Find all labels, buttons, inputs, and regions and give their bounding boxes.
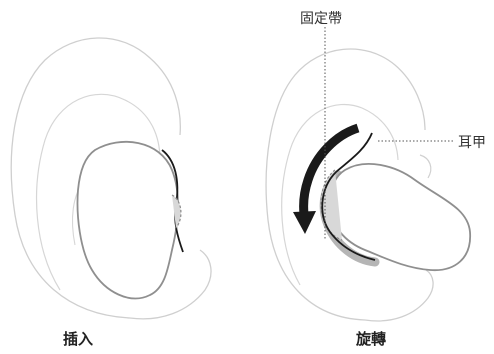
right-tragus (419, 154, 432, 179)
left-panel (10, 37, 212, 320)
left-ear-outline (10, 37, 181, 319)
rotate-step-caption: 旋轉 (356, 330, 387, 348)
left-ear-lobe (129, 249, 212, 320)
left-ear-tip (171, 194, 182, 229)
insert-step-caption: 插入 (63, 330, 94, 348)
left-ear-inner (35, 93, 161, 291)
right-panel (265, 27, 471, 322)
right-ear-inner (281, 103, 399, 286)
rotation-arrow-icon (299, 123, 360, 215)
right-retention-band (321, 132, 376, 261)
right-ear-lobe (364, 269, 434, 322)
ear-fin-label: 耳甲 (458, 135, 486, 151)
right-ear-outline (265, 48, 426, 321)
rotation-arrow-head-icon (293, 211, 316, 234)
left-earbud (76, 140, 179, 300)
retention-band-label: 固定帶 (300, 11, 342, 27)
